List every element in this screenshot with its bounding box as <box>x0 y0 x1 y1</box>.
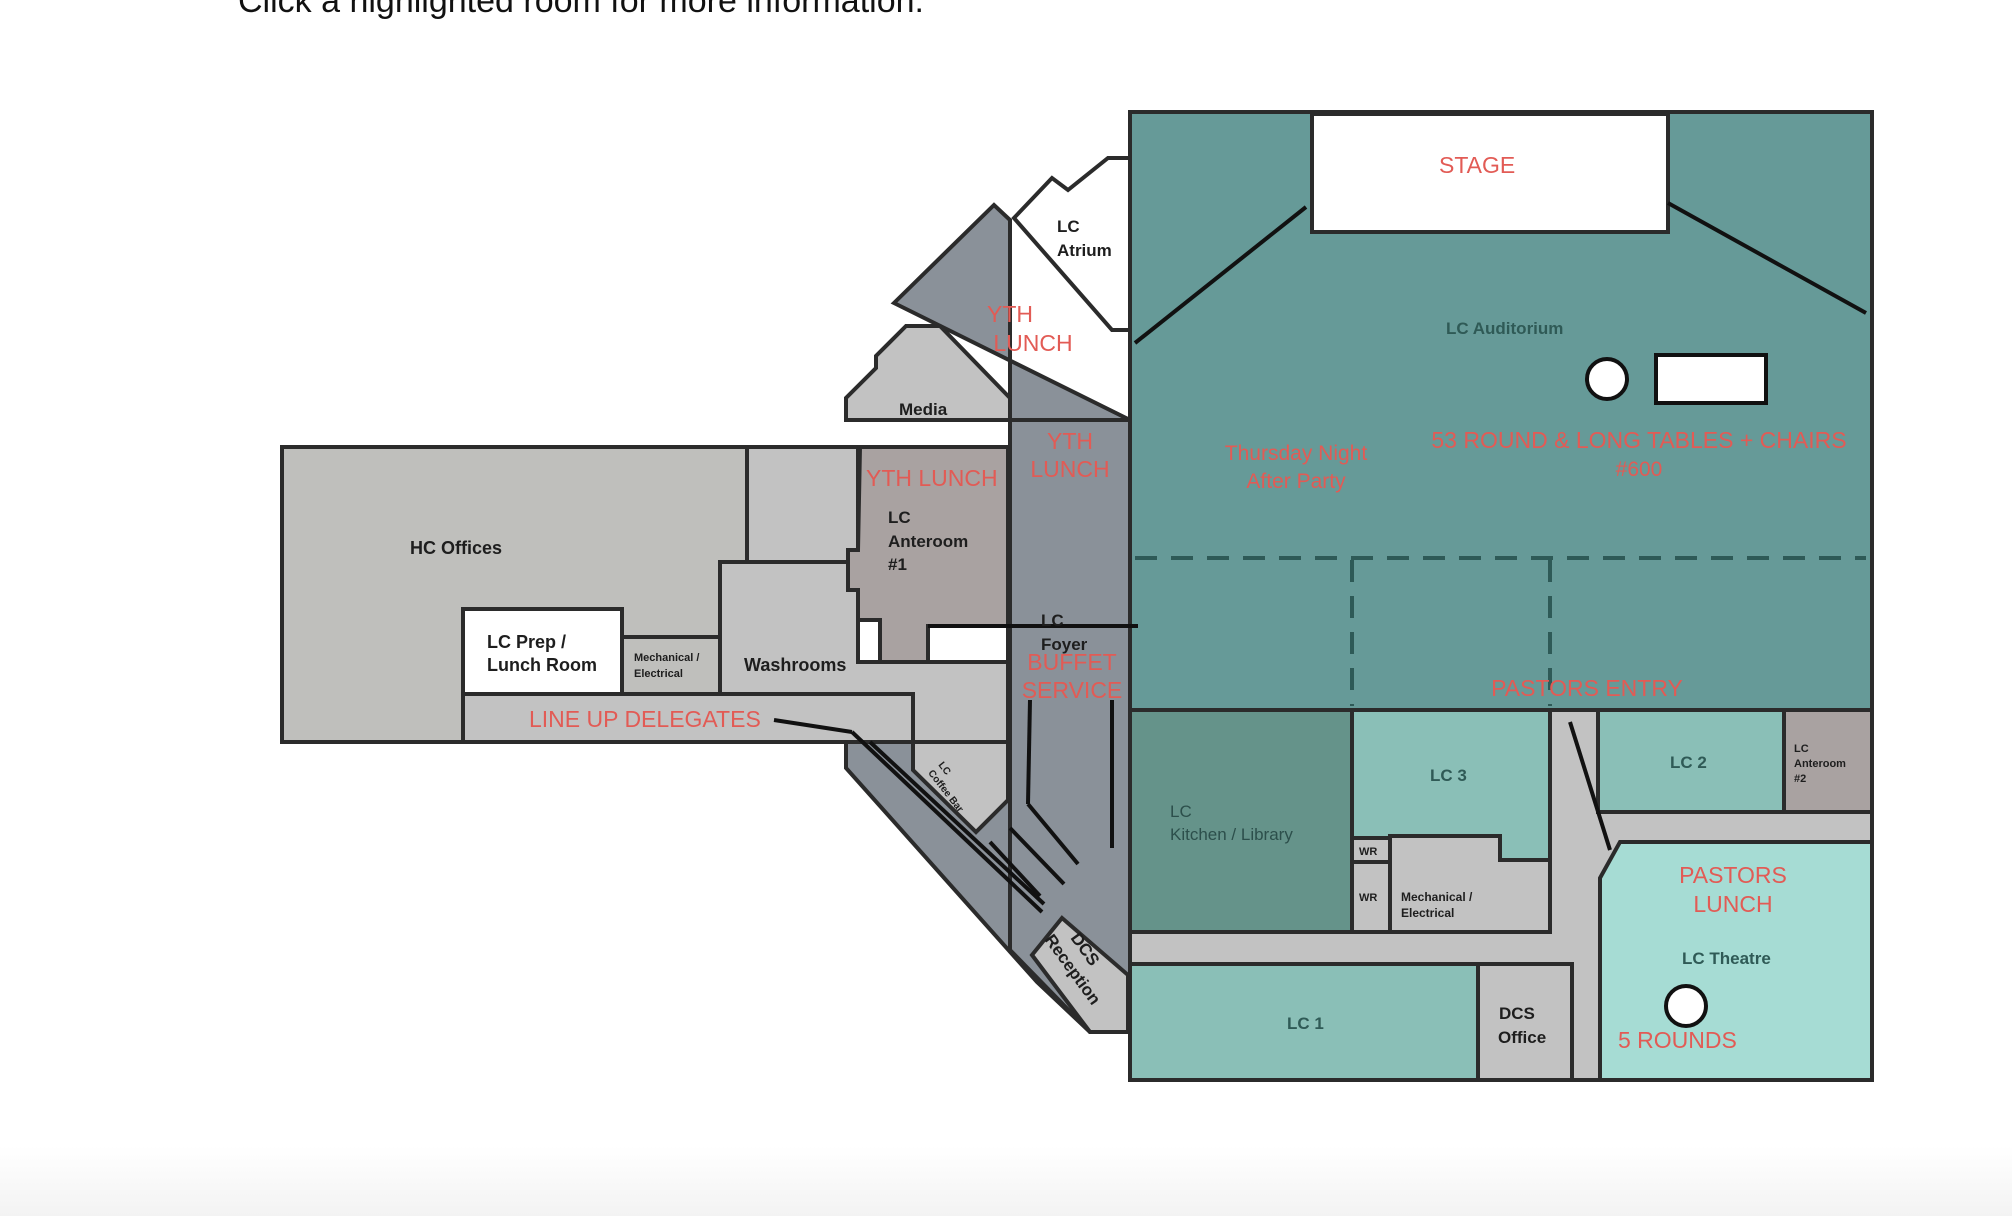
lc-prep-label-line-2: Lunch Room <box>487 655 597 675</box>
wr-2-label: WR <box>1359 892 1377 904</box>
lc-anteroom-2-label-line-3: #2 <box>1794 773 1806 785</box>
pastors-lunch-line-2: LUNCH <box>1693 891 1772 917</box>
dcs-office-label-line-1: DCS <box>1499 1004 1535 1023</box>
yth-lunch-upper-line-1: YTH <box>987 301 1033 327</box>
pastors-entry-line <box>1568 721 1612 851</box>
lc-1-label: LC 1 <box>1287 1014 1324 1033</box>
media-room <box>844 324 1012 422</box>
thursday-night-line-1: Thursday Night <box>1225 442 1368 465</box>
yth-lunch-lower-line-1: YTH <box>1047 428 1093 454</box>
pastors-entry-label: PASTORS ENTRY <box>1491 675 1683 701</box>
line-up-line-2 <box>850 730 1044 914</box>
lc-theatre-room[interactable] <box>1598 840 1874 1082</box>
lc-foyer-label-line-1: LC <box>1041 611 1064 630</box>
stair-line-4 <box>988 840 1042 898</box>
lc-anteroom-2-room <box>1782 708 1874 814</box>
yth-lunch-lower-line-2: LUNCH <box>1030 456 1109 482</box>
lc-atrium-room <box>1011 156 1132 332</box>
lc-2-room <box>1596 708 1786 814</box>
dcs-office-label-line-2: Office <box>1498 1028 1546 1047</box>
lc-foyer-label-line-2: Foyer <box>1041 635 1088 654</box>
lc-kitchen-label-line-2: Kitchen / Library <box>1170 825 1293 844</box>
media-label: Media <box>899 400 948 419</box>
round-long-tables-line-2: #600 <box>1616 458 1663 481</box>
lc-1-room <box>1128 962 1480 1082</box>
round-long-tables-line-1: 53 ROUND & LONG TABLES + CHAIRS <box>1431 427 1846 453</box>
stair-line-1 <box>868 740 1046 906</box>
instruction-text: Click a highlighted room for more inform… <box>238 0 924 20</box>
auditorium-diagonal-right <box>1667 201 1867 315</box>
auditorium-diagonal-left <box>1133 205 1308 345</box>
washrooms-label: Washrooms <box>744 655 846 675</box>
lc-anteroom-1-label-line-1: LC <box>888 508 911 527</box>
buffet-line-1 <box>1026 699 1032 805</box>
dcs-reception-room <box>1029 915 1130 1034</box>
yth-lunch-upper-line-2: LUNCH <box>993 330 1072 356</box>
mech-elec-right-label-line-1: Mechanical / <box>1401 890 1473 904</box>
dcs-office-room <box>1476 962 1574 1082</box>
lc-2-label: LC 2 <box>1670 753 1707 772</box>
stage-label: STAGE <box>1439 152 1515 178</box>
pastors-lunch-line-1: PASTORS <box>1679 862 1787 888</box>
mech-elec-left-label-line-2: Electrical <box>634 668 683 680</box>
building-block-upper <box>745 445 860 564</box>
lc-prep-label-line-1: LC Prep / <box>487 632 566 652</box>
lc-anteroom-2-label-line-1: LC <box>1794 743 1809 755</box>
lc-kitchen-label-line-1: LC <box>1170 802 1192 821</box>
lc-atrium-label-line-2: Atrium <box>1057 241 1112 260</box>
lc-kitchen-library-room <box>1128 708 1354 934</box>
wr-1-label: WR <box>1359 846 1377 858</box>
lc-anteroom-1-label-line-2: Anteroom <box>888 532 968 551</box>
stair-line-3 <box>1008 826 1066 886</box>
lc-theatre-label: LC Theatre <box>1682 949 1771 968</box>
mech-electrical-left-room <box>620 635 722 696</box>
thursday-night-line-2: After Party <box>1246 470 1346 493</box>
five-rounds-label: 5 ROUNDS <box>1618 1027 1737 1053</box>
lc-atrium-label-line-1: LC <box>1057 217 1080 236</box>
theatre-round-marker <box>1664 984 1708 1028</box>
line-up-line-1 <box>773 718 853 734</box>
page-bottom-fade <box>0 1146 2012 1216</box>
mech-electrical-right-room <box>1388 834 1552 934</box>
hc-offices-label: HC Offices <box>410 538 502 558</box>
buffet-service-line-2: SERVICE <box>1022 677 1123 703</box>
lc-anteroom-1-label-line-3: #1 <box>888 555 907 574</box>
yth-lunch-anteroom-label: YTH LUNCH <box>866 465 998 491</box>
lc-coffee-bar-room <box>911 740 1010 835</box>
lc-3-label: LC 3 <box>1430 766 1467 785</box>
buffet-service-line-1: BUFFET <box>1027 649 1116 675</box>
table-round-marker <box>1585 357 1629 401</box>
lc-anteroom-2-label-line-2: Anteroom <box>1794 758 1846 770</box>
stage-platform[interactable] <box>1310 112 1670 234</box>
line-up-delegates-label: LINE UP DELEGATES <box>529 706 761 732</box>
mech-elec-right-label-line-2: Electrical <box>1401 906 1454 920</box>
stair-line-2 <box>1026 802 1080 866</box>
table-long-marker <box>1654 353 1768 405</box>
lc-auditorium-label: LC Auditorium <box>1446 319 1563 338</box>
mech-elec-left-label-line-1: Mechanical / <box>634 652 699 664</box>
